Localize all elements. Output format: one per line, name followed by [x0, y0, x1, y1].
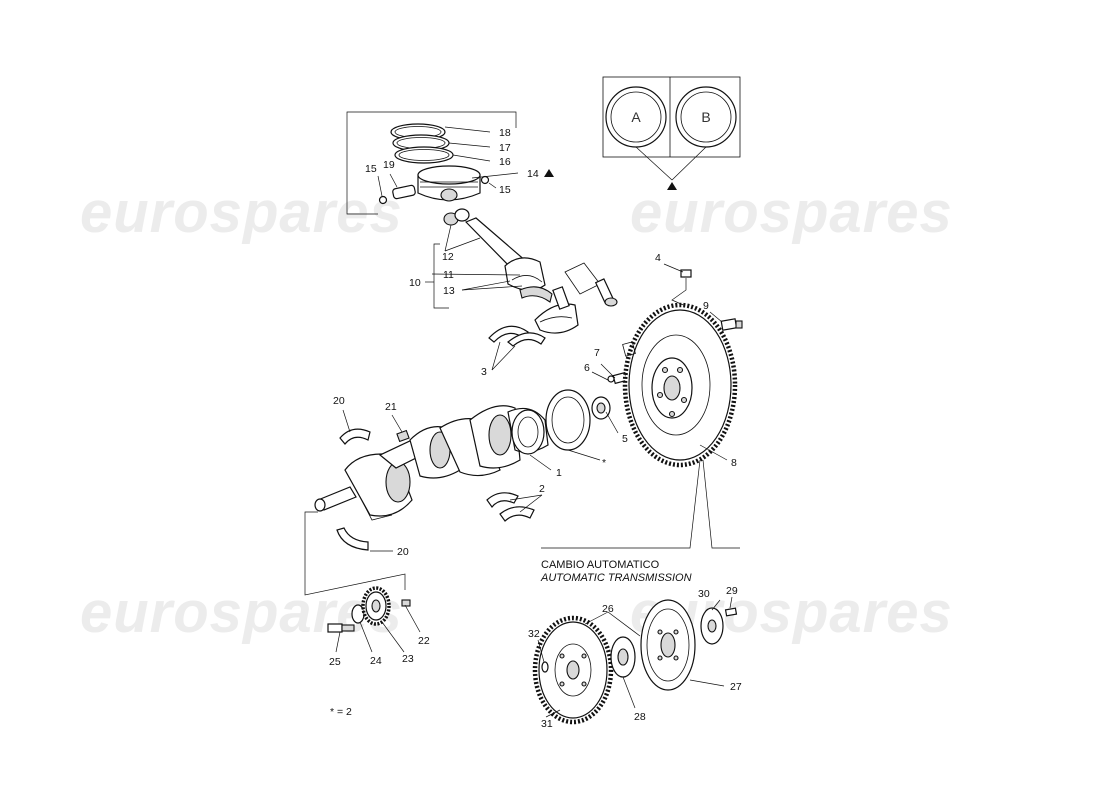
callout-20-upper: 20	[333, 395, 345, 407]
timing-gear-assembly	[327, 586, 411, 633]
callout-16: 16	[499, 156, 511, 168]
callout-9: 9	[703, 300, 709, 312]
leader-lines	[335, 126, 733, 718]
callout-25: 25	[329, 656, 341, 668]
flywheel	[622, 302, 738, 468]
bearing-shells-2	[486, 492, 535, 522]
callout-32: 32	[528, 628, 540, 640]
flexplate-ring-gear	[532, 615, 614, 725]
bolt-4	[671, 269, 692, 309]
piston-bracket	[346, 111, 517, 309]
callout-29: 29	[726, 585, 738, 597]
transmission-caption-en: AUTOMATIC TRANSMISSION	[540, 572, 692, 584]
dowel-32	[541, 661, 549, 673]
callout-14: 14	[527, 168, 539, 180]
callout-22: 22	[418, 635, 430, 647]
watermark-top-right: eurospares	[630, 180, 953, 245]
variant-a-label: A	[631, 109, 641, 125]
bearing-shells-20-lower	[336, 527, 369, 551]
watermark-bottom-left: eurospares	[80, 580, 403, 645]
crankshaft	[314, 405, 549, 521]
callout-21: 21	[385, 401, 397, 413]
triangle-marker-icon	[667, 182, 677, 190]
oil-seal	[545, 389, 591, 451]
bearing-shells-20-upper	[339, 428, 371, 445]
bolt-29	[724, 607, 738, 617]
callout-31: 31	[541, 718, 553, 730]
pilot-bearing	[591, 396, 611, 420]
piston	[417, 165, 481, 202]
crank-to-gear-bracket	[304, 511, 406, 596]
callout-13: 13	[443, 285, 455, 297]
transmission-link-lines	[541, 459, 740, 549]
rod-bolt	[564, 262, 618, 307]
callout-3: 3	[481, 366, 487, 378]
callouts: 18 17 16 14 15 19 15 12 11 10 13 3 4 9 7…	[329, 127, 742, 730]
callout-23: 23	[402, 653, 414, 665]
callout-1: 1	[556, 467, 562, 479]
connecting-rod	[443, 208, 579, 334]
callout-8: 8	[731, 457, 737, 469]
callout-4: 4	[655, 252, 661, 264]
footnote-star: * = 2	[330, 706, 352, 718]
spacer-28	[610, 636, 636, 678]
callout-7: 7	[594, 347, 600, 359]
triangle-marker-14-icon	[544, 169, 554, 177]
callout-26: 26	[602, 603, 614, 615]
callout-6: 6	[584, 362, 590, 374]
callout-24: 24	[370, 655, 382, 667]
callout-18: 18	[499, 127, 511, 139]
callout-2: 2	[539, 483, 545, 495]
bearing-shells-3	[488, 325, 546, 347]
callout-12: 12	[442, 251, 454, 263]
piston-rings	[390, 123, 454, 164]
callout-27: 27	[730, 681, 742, 693]
callout-28: 28	[634, 711, 646, 723]
woodruff-key	[396, 429, 410, 443]
callout-30: 30	[698, 588, 710, 600]
callout-17: 17	[499, 142, 511, 154]
callout-15-left: 15	[365, 163, 377, 175]
callout-15-right: 15	[499, 184, 511, 196]
callout-20-lower: 20	[397, 546, 409, 558]
drive-plate-27	[640, 599, 696, 691]
watermark-top-left: eurospares	[80, 180, 403, 245]
callout-star: *	[602, 457, 606, 469]
adapter-plate-30	[700, 607, 724, 645]
callout-19: 19	[383, 159, 395, 171]
callout-11: 11	[443, 269, 454, 281]
callout-10: 10	[409, 277, 421, 289]
transmission-caption-it: CAMBIO AUTOMATICO	[541, 559, 660, 571]
callout-5: 5	[622, 433, 628, 445]
bolt-9	[720, 318, 743, 331]
piston-variant-box: A B	[602, 76, 741, 190]
variant-b-label: B	[701, 109, 710, 125]
